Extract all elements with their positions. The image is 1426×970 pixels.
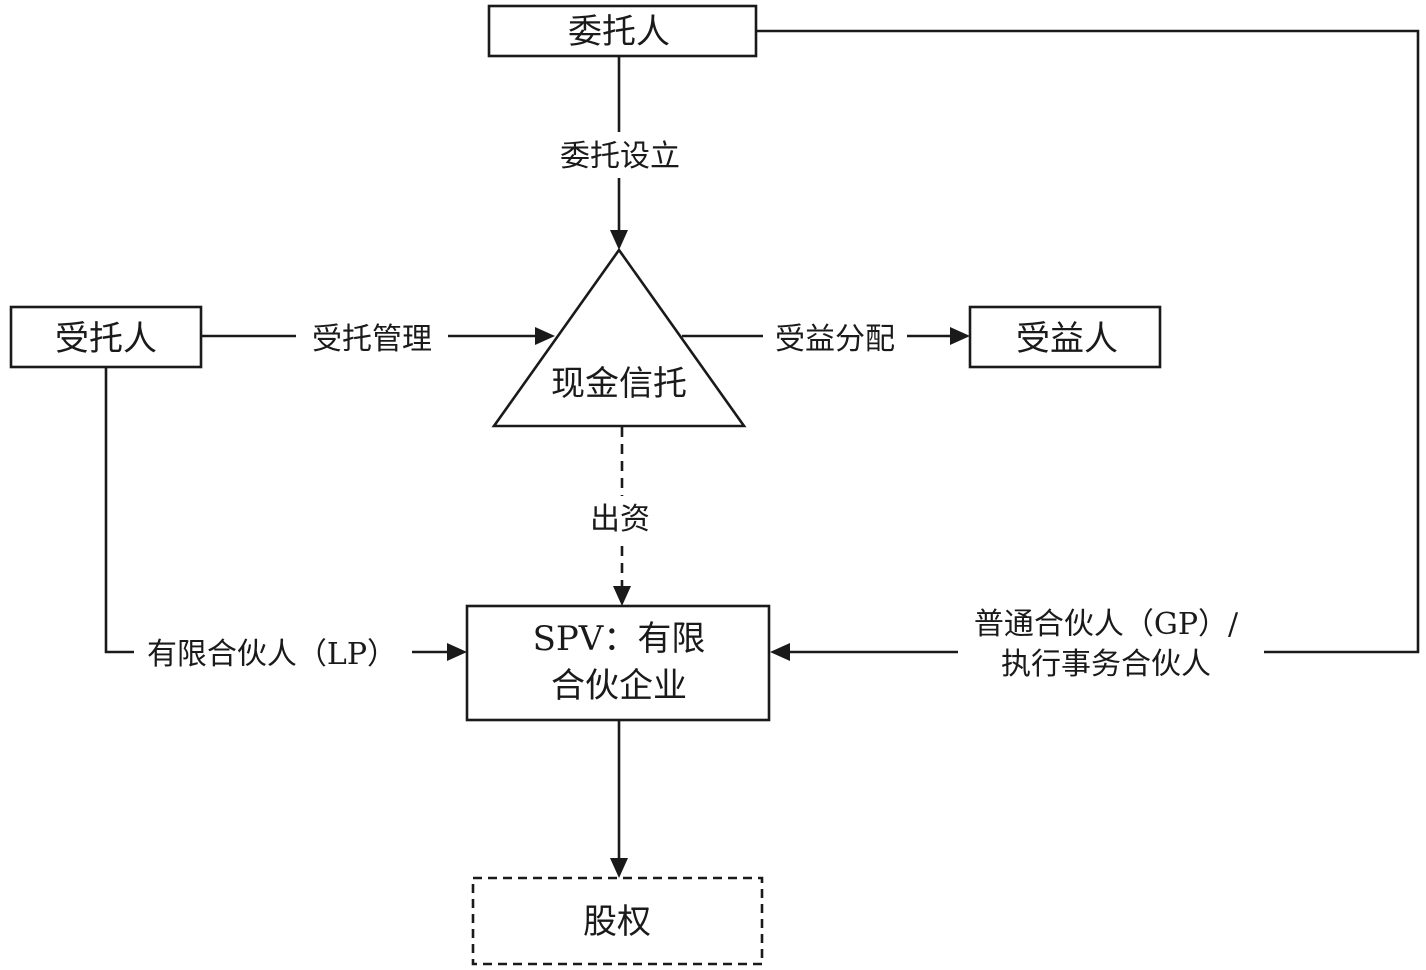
node-spv xyxy=(465,604,771,722)
arrowhead-settlor-to-trust xyxy=(610,230,628,250)
arrowhead-trust-to-spv xyxy=(613,586,631,606)
node-trustee-label: 受托人 xyxy=(55,319,157,359)
edge-label-general-partner-line2: 执行事务合伙人 xyxy=(1001,647,1211,682)
edge-label-general-partner-line1: 普通合伙人（GP）/ xyxy=(974,607,1239,642)
arrowhead-trustee-to-spv-lp xyxy=(447,643,467,661)
edge-label-entrust-establish: 委托设立 xyxy=(560,139,680,174)
node-cash-trust-label: 现金信托 xyxy=(551,364,687,404)
node-settlor-label: 委托人 xyxy=(568,12,670,52)
edge-label-capital-contribution: 出资 xyxy=(590,502,650,537)
node-equity-label: 股权 xyxy=(583,902,651,942)
node-cash-trust xyxy=(491,247,747,428)
edge-label-limited-partner: 有限合伙人（LP） xyxy=(147,637,397,672)
arrowhead-spv-to-equity xyxy=(610,858,628,878)
node-beneficiary xyxy=(968,305,1162,369)
node-settlor xyxy=(487,4,758,58)
edge-label-benefit-distribution: 受益分配 xyxy=(775,322,895,357)
arrowhead-trustee-to-trust xyxy=(535,327,555,345)
edge-trustee-to-spv-lp xyxy=(104,368,449,654)
arrowhead-settlor-to-spv-gp xyxy=(770,643,790,661)
node-beneficiary-label: 受益人 xyxy=(1016,319,1118,359)
node-trustee xyxy=(9,305,203,369)
node-spv-label-line2: 合伙企业 xyxy=(551,666,687,706)
node-spv-label-line1: SPV：有限 xyxy=(533,619,706,659)
node-equity xyxy=(471,876,764,966)
arrowhead-trust-to-beneficiary xyxy=(950,327,970,345)
edge-label-trust-management: 受托管理 xyxy=(312,322,432,357)
